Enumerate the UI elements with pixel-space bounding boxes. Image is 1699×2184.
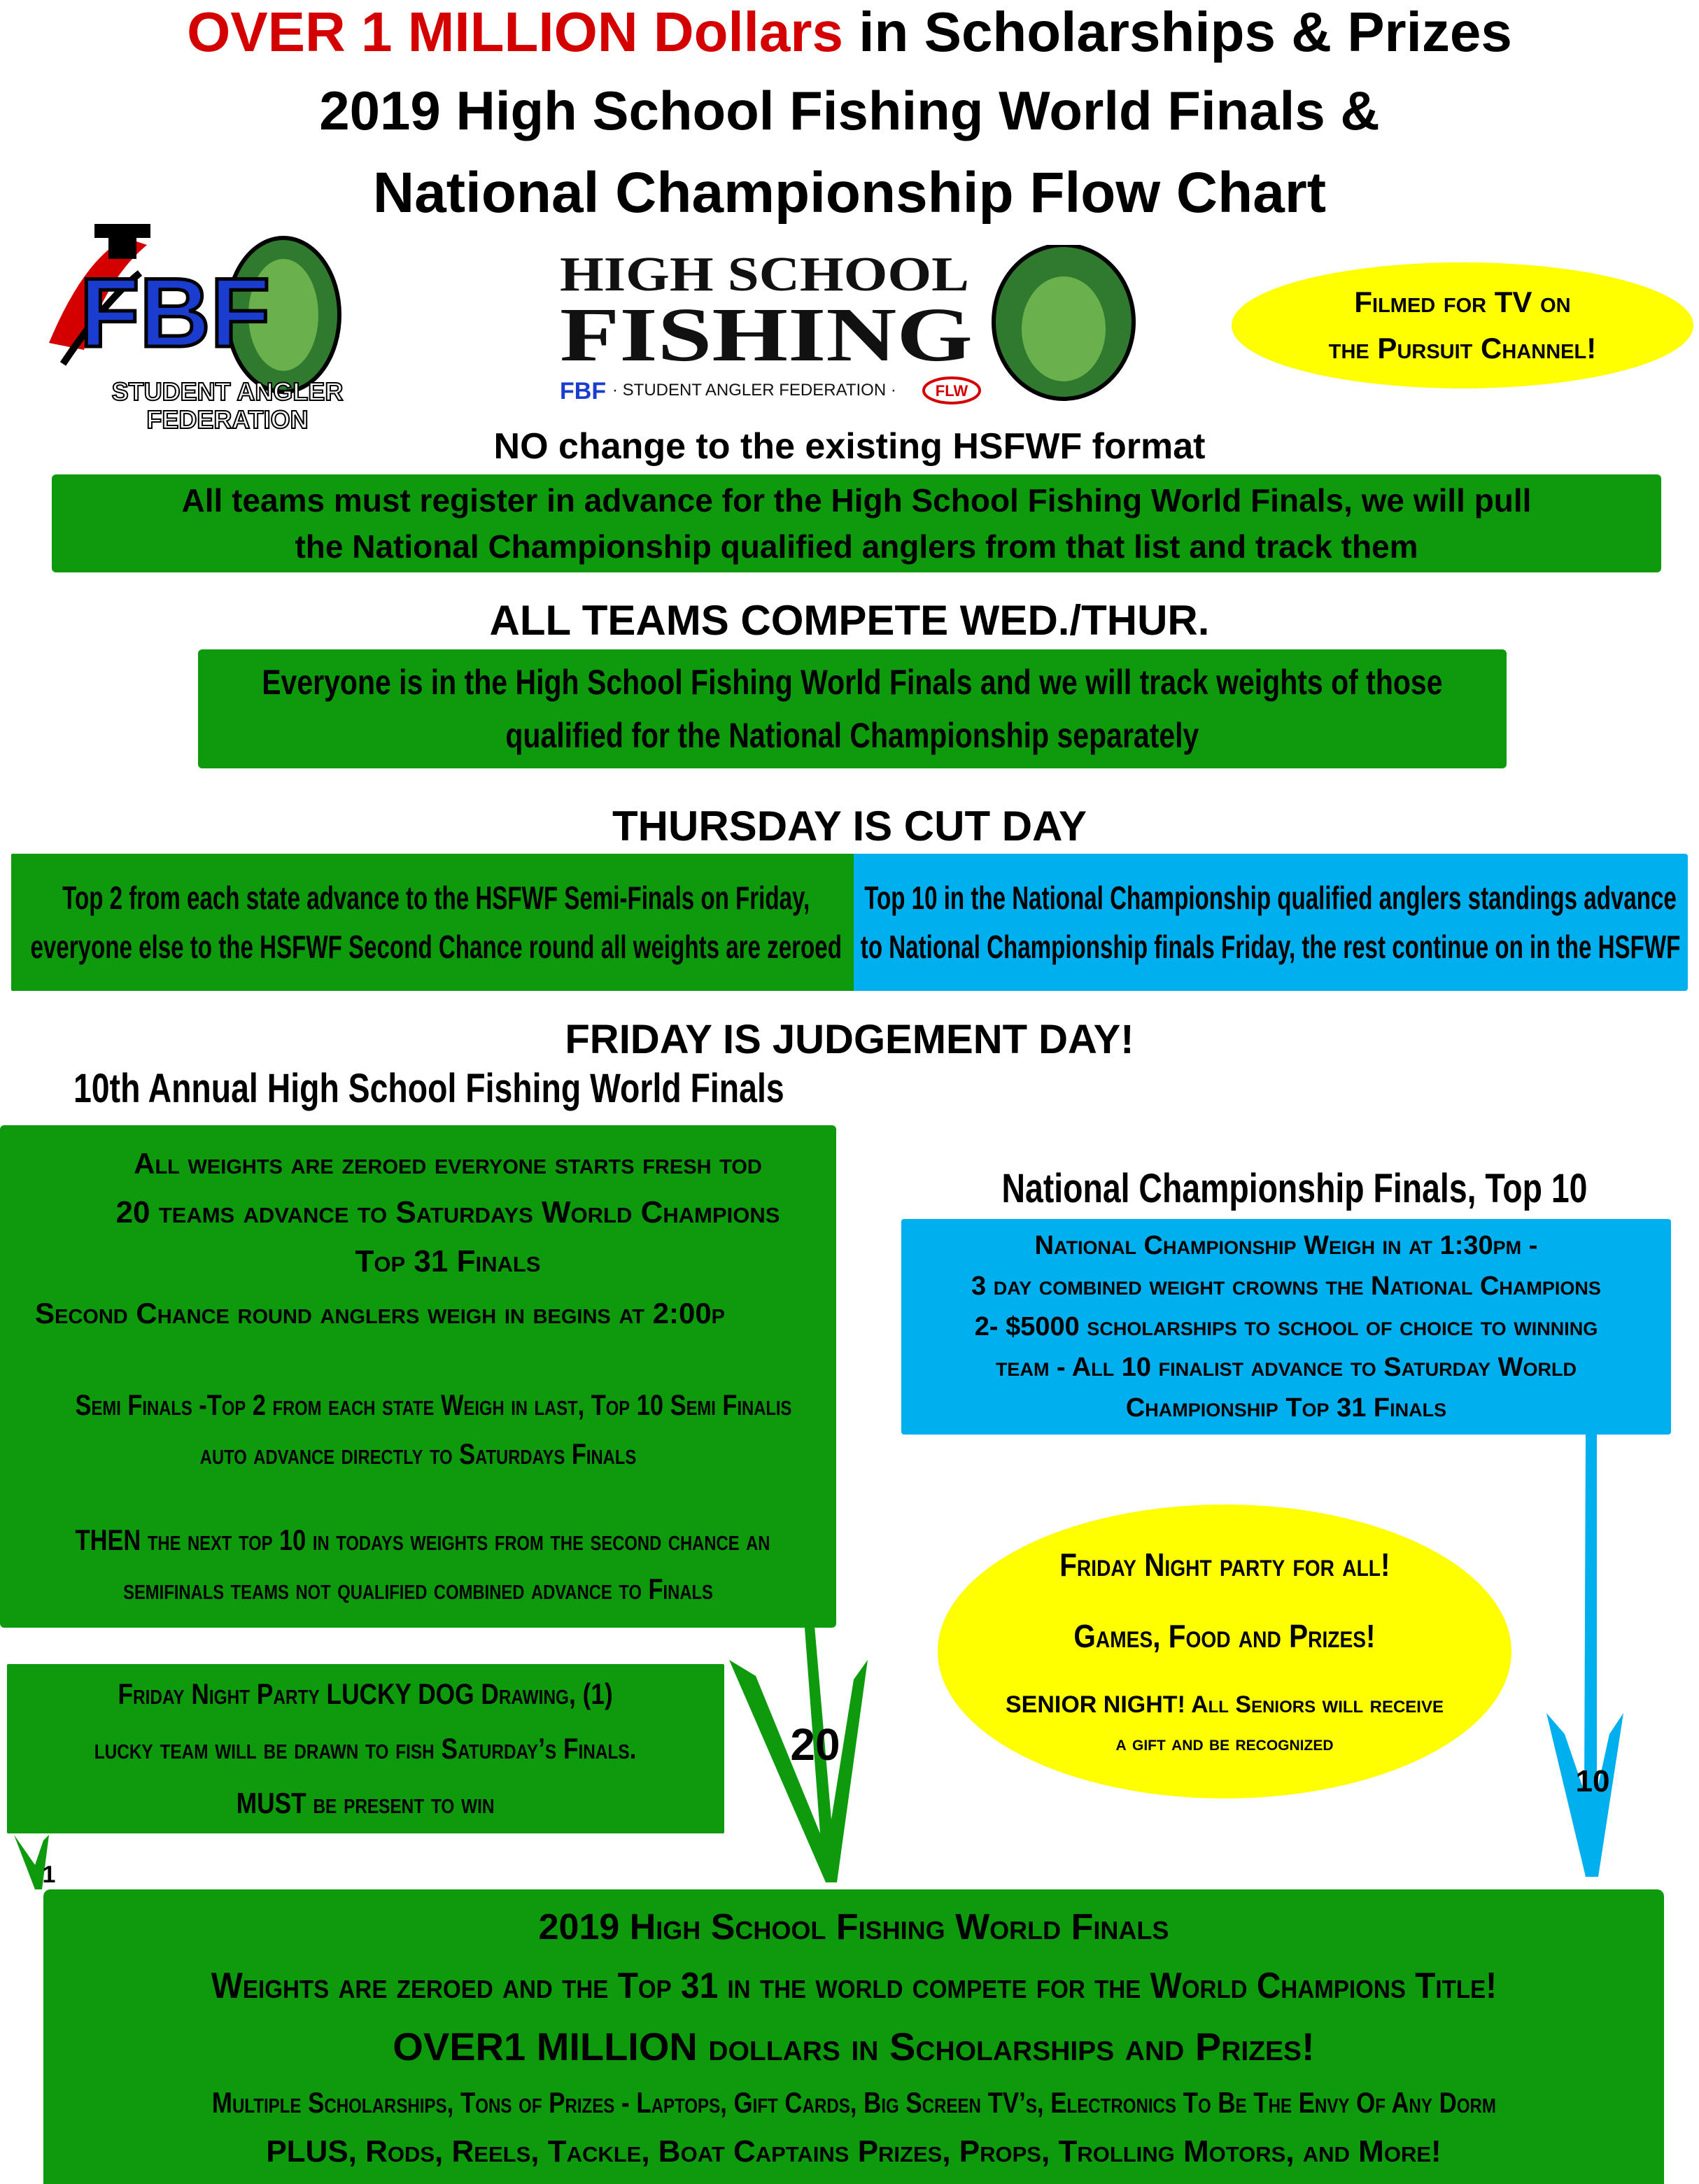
hsfwf-heading-text: 10th Annual High School Fishing World Fi… <box>73 1066 784 1111</box>
party-line-1: Friday Night party for all! <box>1059 1547 1390 1583</box>
cut-left-line-2: everyone else to the HSFWF Second Chance… <box>30 929 842 965</box>
natl-box: National Championship Weigh in at 1:30pm… <box>901 1219 1671 1435</box>
natl-heading-text: National Championship Finals, Top 10 <box>1001 1166 1588 1211</box>
party-callout: Friday Night party for all! Games, Food … <box>938 1505 1511 1798</box>
tv-line-1: Filmed for TV on <box>1354 286 1571 318</box>
page-title: National Championship Flow Chart <box>372 161 1327 225</box>
fbf-logo: FBF STUDENT ANGLER FEDERATION <box>42 217 378 441</box>
natl-line-4: team - All 10 finalist advance to Saturd… <box>995 1353 1577 1382</box>
cut-right-line-2: to National Championship finals Friday, … <box>861 929 1681 965</box>
lucky-dog-box: Friday Night Party LUCKY DOG Drawing, (1… <box>7 1664 724 1833</box>
headline-event: 2019 High School Fishing World Finals & <box>319 80 1380 141</box>
friday-left-line-7: THEN the next top 10 in todays weights f… <box>75 1523 770 1556</box>
arrow-20 <box>729 1609 868 1882</box>
register-box: All teams must register in advance for t… <box>52 474 1661 572</box>
final-line-1: 2019 High School Fishing World Finals <box>538 1906 1169 1947</box>
arrow-10-label: 10 <box>1576 1764 1610 1798</box>
lucky-line-2: lucky team will be drawn to fish Saturda… <box>94 1732 637 1765</box>
arrow-1-label: 1 <box>43 1861 56 1888</box>
natl-line-3: 2- $5000 scholarships to school of choic… <box>974 1312 1598 1341</box>
register-line-2: the National Championship qualified angl… <box>295 528 1418 565</box>
headline-prizes: OVER 1 MILLION Dollars in Scholarships &… <box>0 0 1699 64</box>
cut-right-line-1: Top 10 in the National Championship qual… <box>864 880 1677 916</box>
friday-left-line-4: Second Chance round anglers weigh in beg… <box>35 1297 726 1330</box>
friday-left-line-3: Top 31 Finals <box>355 1244 541 1278</box>
arrow-10 <box>1546 1433 1623 1877</box>
friday-left-line-2: 20 teams advance to Saturdays World Cham… <box>115 1195 780 1230</box>
hsf-logo-graphic: HIGH SCHOOL FISHING FBF · STUDENT ANGLER… <box>560 245 1136 404</box>
cut-right-box: Top 10 in the National Championship qual… <box>854 854 1688 991</box>
hsf-line2: FISHING <box>560 292 973 377</box>
arrow-1 <box>14 1835 49 1889</box>
cut-left-box: Top 2 from each state advance to the HSF… <box>11 854 861 991</box>
party-line-3: SENIOR NIGHT! All Seniors will receive <box>1006 1691 1444 1718</box>
party-line-2: Games, Food and Prizes! <box>1073 1618 1376 1654</box>
hsfwf-heading: 10th Annual High School Fishing World Fi… <box>73 1065 843 1112</box>
saturday-finals-box: 2019 High School Fishing World Finals We… <box>43 1889 1664 2184</box>
hsf-sub-fbf: FBF <box>560 378 606 404</box>
tv-callout: Filmed for TV on the Pursuit Channel! <box>1232 262 1693 388</box>
wed-line-2: qualified for the National Championship … <box>505 716 1199 755</box>
natl-heading: National Championship Finals, Top 10 <box>903 1165 1686 1212</box>
final-line-2: Weights are zeroed and the Top 31 in the… <box>211 1965 1497 2006</box>
wed-heading: ALL TEAMS COMPETE WED./THUR. <box>489 597 1210 644</box>
party-line-4: a gift and be recognized <box>1115 1732 1334 1755</box>
cut-left-line-1: Top 2 from each state advance to the HSF… <box>62 880 810 916</box>
headline-rest-text: in Scholarships & Prizes <box>843 1 1512 63</box>
natl-line-5: Championship Top 31 Finals <box>1125 1393 1447 1423</box>
wed-box: Everyone is in the High School Fishing W… <box>198 649 1507 768</box>
format-heading: NO change to the existing HSFWF format <box>493 426 1206 467</box>
fbf-letters: FBF <box>80 258 270 367</box>
headline-red-text: OVER 1 MILLION Dollars <box>187 1 844 63</box>
natl-line-2: 3 day combined weight crowns the Nationa… <box>971 1271 1601 1301</box>
friday-left-line-5: Semi Finals -Top 2 from each state Weigh… <box>75 1388 792 1421</box>
tv-line-2: the Pursuit Channel! <box>1328 332 1597 365</box>
friday-left-line-6: auto advance directly to Saturdays Final… <box>199 1437 637 1470</box>
hsf-sub: · STUDENT ANGLER FEDERATION · <box>612 381 896 400</box>
fbf-logo-graphic: FBF STUDENT ANGLER FEDERATION <box>49 224 344 435</box>
hsf-line1: HIGH SCHOOL <box>560 248 969 302</box>
friday-hsfwf-box: All weights are zeroed everyone starts f… <box>0 1125 836 1628</box>
lucky-line-3: MUST be present to win <box>237 1787 495 1819</box>
final-line-4: Multiple Scholarships, Tons of Prizes - … <box>211 2085 1496 2119</box>
lucky-line-1: Friday Night Party LUCKY DOG Drawing, (1… <box>118 1677 614 1710</box>
friday-heading: FRIDAY IS JUDGEMENT DAY! <box>565 1017 1134 1062</box>
friday-left-line-1: All weights are zeroed everyone starts f… <box>134 1147 762 1180</box>
cut-heading: THURSDAY IS CUT DAY <box>612 803 1087 850</box>
arrow-20-label: 20 <box>790 1719 840 1770</box>
fbf-caption-2: FEDERATION <box>146 405 308 434</box>
register-line-1: All teams must register in advance for t… <box>181 482 1532 519</box>
hsf-sub-flw: FLW <box>936 382 968 400</box>
final-line-5: PLUS, Rods, Reels, Tackle, Boat Captains… <box>266 2134 1441 2169</box>
fbf-caption-1: STUDENT ANGLER <box>112 377 344 406</box>
hsf-logo: HIGH SCHOOL FISHING FBF · STUDENT ANGLER… <box>553 245 1155 420</box>
final-line-3: OVER1 MILLION dollars in Scholarships an… <box>393 2024 1315 2069</box>
wed-line-1: Everyone is in the High School Fishing W… <box>262 663 1443 702</box>
friday-left-line-8: semifinals teams not qualified combined … <box>123 1572 713 1605</box>
natl-line-1: National Championship Weigh in at 1:30pm… <box>1034 1231 1538 1260</box>
